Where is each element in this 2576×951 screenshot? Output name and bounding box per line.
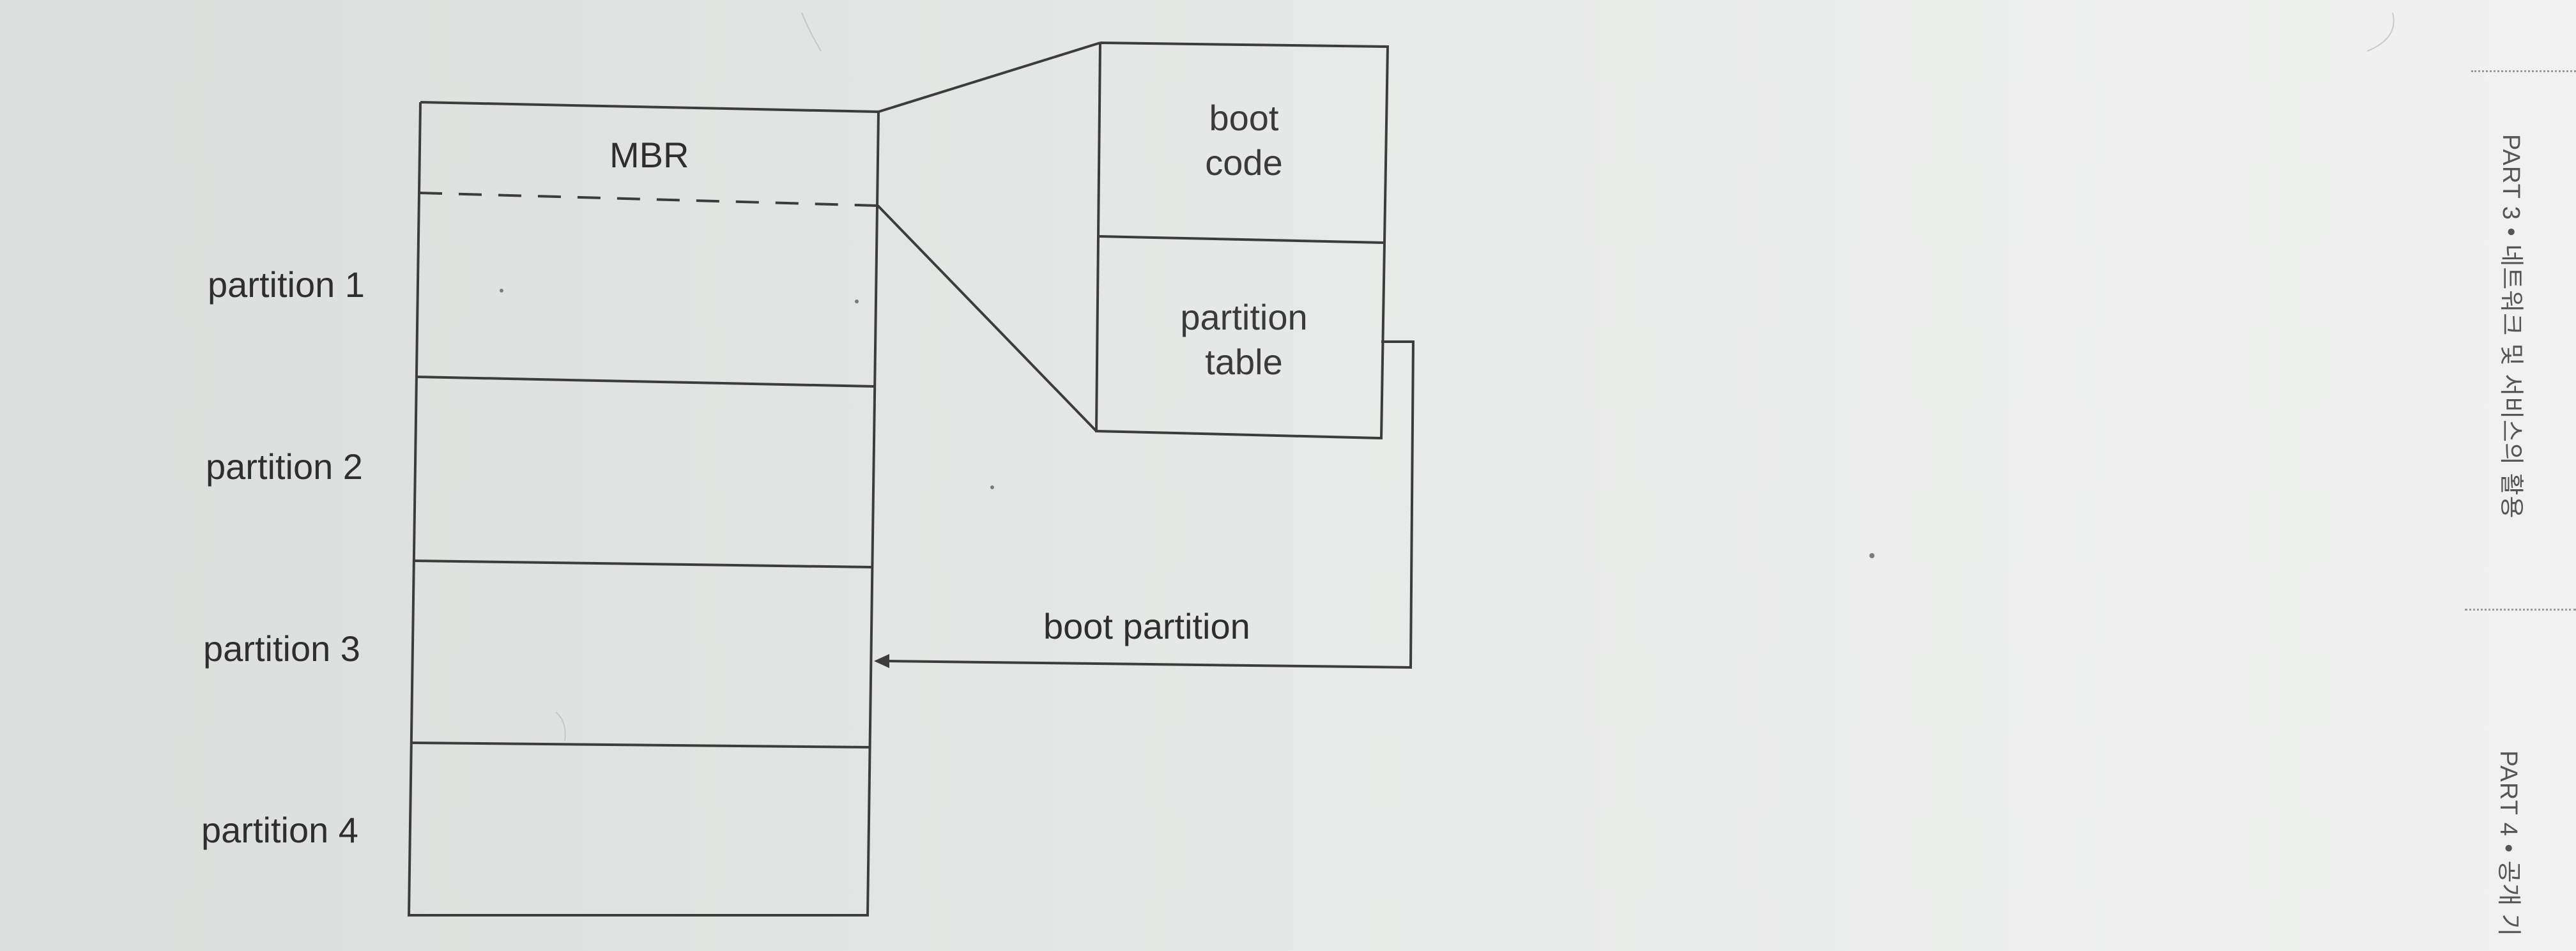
part-3-side-header: PART 3 • 네트워크 및 서비스의 활용 xyxy=(2497,134,2524,519)
page-scuff-mark xyxy=(801,12,822,52)
page-scuff-mark-3 xyxy=(555,711,566,742)
page-speck xyxy=(500,289,503,293)
margin-rule-middle xyxy=(2465,609,2576,611)
partition-divider-2-3 xyxy=(413,559,873,568)
detail-box-outline xyxy=(1094,42,1390,440)
partition-2-label: partition 2 xyxy=(206,446,363,487)
detail-box-divider xyxy=(1098,235,1385,244)
partition-3-label: partition 3 xyxy=(203,628,360,669)
partition-1-label: partition 1 xyxy=(208,264,365,305)
boot-partition-label: boot partition xyxy=(1043,606,1250,646)
zoom-line-bottom xyxy=(877,204,1098,432)
page-speck-2 xyxy=(855,300,859,303)
partition-divider-1-2 xyxy=(416,376,875,388)
partition-4-label: partition 4 xyxy=(201,810,358,850)
boot-partition-arrow-line xyxy=(884,340,1415,669)
boot-code-label: boot code xyxy=(1205,98,1283,183)
boot-partition-arrowhead xyxy=(874,654,889,668)
margin-rule-top xyxy=(2471,70,2576,72)
page-scuff-mark-2 xyxy=(2366,12,2395,52)
partition-table-label: partition table xyxy=(1180,297,1308,382)
zoom-line-top xyxy=(878,42,1101,113)
page-speck-4 xyxy=(1869,553,1874,558)
disk-column-outline xyxy=(407,101,880,917)
partition-divider-3-4 xyxy=(411,742,871,749)
part-4-side-header: PART 4 • 공개 기 xyxy=(2495,750,2522,937)
page-speck-3 xyxy=(990,485,994,489)
mbr-dashed-divider xyxy=(418,192,878,207)
mbr-label: MBR xyxy=(610,135,689,175)
